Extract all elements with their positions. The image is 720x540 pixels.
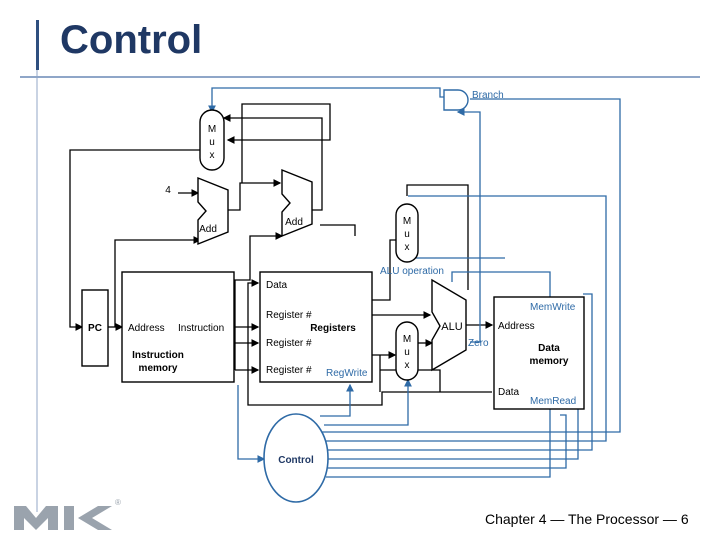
add2-label: Add (285, 217, 303, 228)
adder-pc-plus-4 (197, 176, 229, 246)
datapath-wires (69, 103, 494, 406)
zero-label: Zero (468, 338, 489, 349)
title-guide-line (36, 52, 38, 512)
rf-data-label: Data (266, 280, 288, 291)
mux2-letter-x: x (405, 242, 410, 253)
alusrc-mux (395, 321, 419, 381)
dm-memwrite-label: MemWrite (530, 302, 576, 313)
title-accent-bar (36, 20, 39, 70)
dm-title-line2: memory (530, 356, 569, 367)
slide-title: Control (60, 18, 203, 62)
register-file (259, 271, 373, 383)
alu-label: ALU (441, 321, 462, 333)
alu-operation-label: ALU operation (380, 266, 444, 277)
dm-address-label: Address (498, 321, 535, 332)
constant-four: 4 (165, 185, 171, 196)
mux2-letter-m: M (403, 216, 411, 227)
mux2-letter-u: u (404, 229, 410, 240)
control-unit (263, 413, 329, 503)
mux1-letter-m: M (208, 124, 216, 135)
title-underline (20, 76, 700, 78)
publisher-logo: ® (14, 498, 121, 530)
slide-footer: Chapter 4 — The Processor — 6 (485, 511, 689, 527)
rf-register-3-label: Register # (266, 365, 312, 376)
dm-memread-label: MemRead (530, 396, 576, 407)
branch-and-gate (443, 89, 469, 111)
rf-regwrite-label: RegWrite (326, 368, 368, 379)
data-memory (493, 296, 585, 410)
mux1-letter-x: x (210, 150, 215, 161)
control-wires (208, 87, 621, 478)
add1-label: Add (199, 224, 217, 235)
im-title-line2: memory (139, 363, 178, 374)
im-instruction-label: Instruction (178, 323, 224, 334)
mux3-letter-x: x (405, 360, 410, 371)
dm-data-label: Data (498, 387, 520, 398)
logo-k-arm (78, 506, 112, 530)
rf-register-2-label: Register # (266, 338, 312, 349)
mux1-letter-u: u (209, 137, 215, 148)
control-label: Control (278, 455, 314, 466)
im-address-label: Address (128, 323, 165, 334)
pc-source-mux (199, 109, 225, 171)
memtoreg-mux (395, 203, 419, 263)
branch-label: Branch (472, 90, 504, 101)
logo-m-shape (14, 506, 58, 530)
pc-register (81, 289, 109, 367)
mux3-letter-m: M (403, 334, 411, 345)
alu (431, 278, 467, 372)
instruction-memory (121, 271, 235, 383)
rf-title: Registers (310, 323, 356, 334)
dm-title-line1: Data (538, 343, 560, 354)
rf-register-1-label: Register # (266, 310, 312, 321)
adder-branch-target (281, 168, 313, 238)
mux3-letter-u: u (404, 347, 410, 358)
logo-registered-mark: ® (115, 498, 121, 507)
im-title-line1: Instruction (132, 350, 184, 361)
pc-label: PC (88, 323, 102, 334)
logo-k-stem (64, 506, 74, 530)
